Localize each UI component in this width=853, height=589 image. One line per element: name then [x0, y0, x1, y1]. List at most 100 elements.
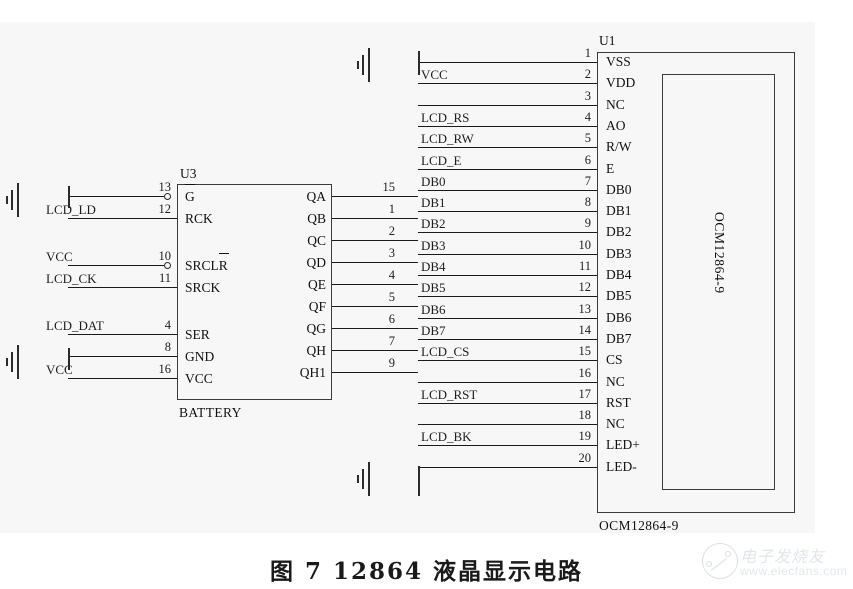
u3-pin-number-4: 4	[164, 318, 171, 332]
u1-pin-number-2: 2	[584, 67, 591, 81]
figure-caption: 图 7 12864 液晶显示电路	[269, 558, 584, 585]
u1-pin-name-10: DB3	[606, 246, 632, 261]
u3-out-pin-number-qa: 15	[382, 180, 396, 194]
u1-pin-name-12: DB5	[606, 288, 632, 303]
u3-ground-symbol-gnd	[6, 345, 24, 379]
u1-pin-wire-5	[418, 147, 597, 149]
ground-bar	[357, 475, 359, 483]
u1-pin-number-16: 16	[578, 366, 592, 380]
u3-pin-name-ser: SER	[185, 327, 210, 342]
watermark-node-dot	[725, 551, 731, 557]
u1-pin-number-8: 8	[584, 195, 591, 209]
u1-net-label-8: DB1	[421, 195, 446, 210]
u1-net-label-6: LCD_E	[421, 153, 462, 168]
watermark-logo-icon	[702, 543, 738, 579]
u1-pin-name-15: CS	[606, 352, 623, 367]
u3-out-pin-number-qc: 2	[388, 224, 395, 238]
u3-part-name: BATTERY	[179, 405, 242, 420]
u1-ground-symbol-led-minus	[357, 462, 375, 496]
u1-pin-name-2: VDD	[606, 75, 636, 90]
u3-out-pin-number-qh1: 9	[388, 356, 395, 370]
u1-pin-name-17: RST	[606, 395, 631, 410]
u1-pin-name-13: DB6	[606, 310, 632, 325]
u1-net-label-5: LCD_RW	[421, 131, 474, 146]
u3-pin-name-g: G	[185, 189, 195, 204]
u3-to-u1-link-6	[395, 328, 418, 330]
u1-pin-wire-3	[418, 105, 597, 107]
u1-net-label-15: LCD_CS	[421, 344, 470, 359]
u1-pin-number-13: 13	[578, 302, 592, 316]
u1-pin-number-1: 1	[584, 46, 591, 60]
u1-pin-name-3: NC	[606, 97, 625, 112]
scanned-page-background	[0, 22, 815, 533]
u1-pin-number-14: 14	[578, 323, 592, 337]
u3-out-wire-qe	[332, 284, 395, 286]
u3-out-wire-qa	[332, 196, 395, 198]
u3-ground-symbol-g	[6, 183, 24, 217]
u1-pin-name-7: DB0	[606, 182, 632, 197]
watermark-brand: 电子发烧友	[740, 547, 826, 566]
u1-pin-name-16: NC	[606, 374, 625, 389]
u3-out-wire-qc	[332, 240, 395, 242]
u1-pin-name-1: VSS	[606, 54, 631, 69]
u3-pin-name-qb: QB	[307, 211, 326, 226]
u1-pin-wire-8	[418, 211, 597, 213]
u1-ground-stub-led-minus	[418, 466, 420, 496]
u1-net-label-10: DB3	[421, 238, 446, 253]
u1-component-body	[597, 52, 795, 513]
u1-net-label-19: LCD_BK	[421, 429, 472, 444]
u1-pin-number-3: 3	[584, 89, 591, 103]
u3-out-pin-number-qd: 3	[388, 246, 395, 260]
u1-net-label-11: DB4	[421, 259, 446, 274]
u1-pin-wire-16	[418, 382, 597, 384]
u3-net-label-lcd_ck: LCD_CK	[46, 271, 97, 286]
u1-pin-number-15: 15	[578, 344, 592, 358]
u3-out-pin-number-qg: 6	[388, 312, 395, 326]
u3-pin-name-qc: QC	[307, 233, 326, 248]
u3-ground-stub-gnd	[68, 348, 70, 370]
u1-pin-name-5: R/W	[606, 139, 632, 154]
u1-pin-number-19: 19	[578, 429, 592, 443]
u1-pin-wire-18	[418, 424, 597, 426]
u1-net-label-13: DB6	[421, 302, 446, 317]
u3-pin-wire-gnd	[68, 356, 177, 358]
u3-net-label-vcc: VCC	[46, 362, 73, 377]
ground-bar	[6, 358, 8, 366]
u1-net-label-9: DB2	[421, 216, 446, 231]
ground-bar	[362, 55, 364, 75]
u3-ground-stub-g	[68, 186, 70, 208]
u3-pin-name-srclr: SRCLR	[185, 258, 228, 273]
u1-pin-name-4: AO	[606, 118, 626, 133]
u3-to-u1-link-1	[395, 218, 418, 220]
u3-pin-name-qf: QF	[308, 299, 326, 314]
u3-pin-bubble-g	[164, 193, 171, 200]
u3-net-label-lcd_ld: LCD_LD	[46, 202, 96, 217]
u1-pin-wire-4	[418, 126, 597, 128]
u1-ground-symbol-vss	[357, 48, 375, 82]
u1-net-label-7: DB0	[421, 174, 446, 189]
u1-pin-number-17: 17	[578, 387, 592, 401]
u1-pin-wire-15	[418, 360, 597, 362]
u1-net-label-17: LCD_RST	[421, 387, 478, 402]
u3-pin-wire-g	[68, 196, 164, 198]
u1-pin-name-14: DB7	[606, 331, 632, 346]
u3-out-pin-number-qf: 5	[388, 290, 395, 304]
ground-bar	[6, 196, 8, 204]
u1-pin-number-9: 9	[584, 216, 591, 230]
u1-pin-name-18: NC	[606, 416, 625, 431]
u3-pin-number-8: 8	[164, 340, 171, 354]
u3-overbar-g	[185, 184, 195, 186]
u1-lcd-glass	[662, 74, 775, 490]
u1-pin-wire-20	[418, 467, 597, 469]
u3-pin-name-qg: QG	[306, 321, 327, 336]
u3-refdes: U3	[180, 166, 197, 181]
u1-pin-number-5: 5	[584, 131, 591, 145]
u1-pin-wire-6	[418, 169, 597, 171]
u3-pin-name-qa: QA	[306, 189, 327, 204]
u3-pin-name-qh: QH	[306, 343, 327, 358]
u1-pin-wire-1	[418, 62, 597, 64]
u3-pin-name-qe: QE	[308, 277, 326, 292]
u3-to-u1-link-3	[395, 262, 418, 264]
